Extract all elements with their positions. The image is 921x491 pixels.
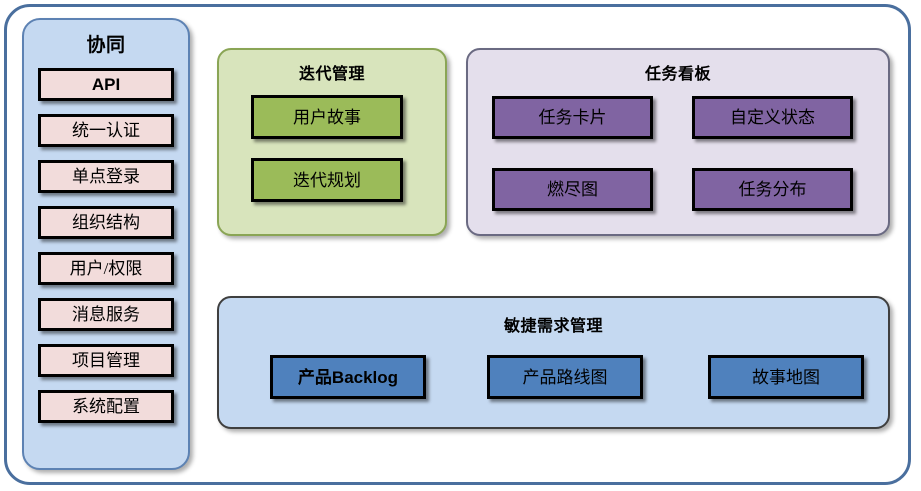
sidebar-item-api[interactable]: API	[38, 68, 174, 101]
iteration-item-iteration-planning[interactable]: 迭代规划	[251, 158, 403, 202]
taskboard-item-task-distribution[interactable]: 任务分布	[692, 168, 853, 211]
panel-agile-requirements-title: 敏捷需求管理	[503, 318, 603, 335]
sidebar-item-project-mgmt[interactable]: 项目管理	[38, 344, 174, 377]
agile-item-product-roadmap[interactable]: 产品路线图	[487, 355, 643, 399]
panel-iteration-management-title: 迭代管理	[298, 66, 365, 83]
sidebar-item-message-service[interactable]: 消息服务	[38, 298, 174, 331]
iteration-item-user-story[interactable]: 用户故事	[251, 95, 403, 139]
agile-item-product-backlog[interactable]: 产品Backlog	[270, 355, 426, 399]
panel-task-board-title: 任务看板	[644, 66, 711, 83]
agile-item-story-map[interactable]: 故事地图	[708, 355, 864, 399]
panel-iteration-management[interactable]: 迭代管理	[217, 48, 447, 236]
sidebar-item-user-permission[interactable]: 用户/权限	[38, 252, 174, 285]
sidebar-item-sso[interactable]: 单点登录	[38, 160, 174, 193]
taskboard-item-task-card[interactable]: 任务卡片	[492, 96, 653, 139]
sidebar-item-unified-auth[interactable]: 统一认证	[38, 114, 174, 147]
sidebar-item-org-structure[interactable]: 组织结构	[38, 206, 174, 239]
sidebar-item-system-config[interactable]: 系统配置	[38, 390, 174, 423]
taskboard-item-custom-status[interactable]: 自定义状态	[692, 96, 853, 139]
taskboard-item-burndown-chart[interactable]: 燃尽图	[492, 168, 653, 211]
panel-collaboration-title: 协同	[86, 35, 126, 56]
